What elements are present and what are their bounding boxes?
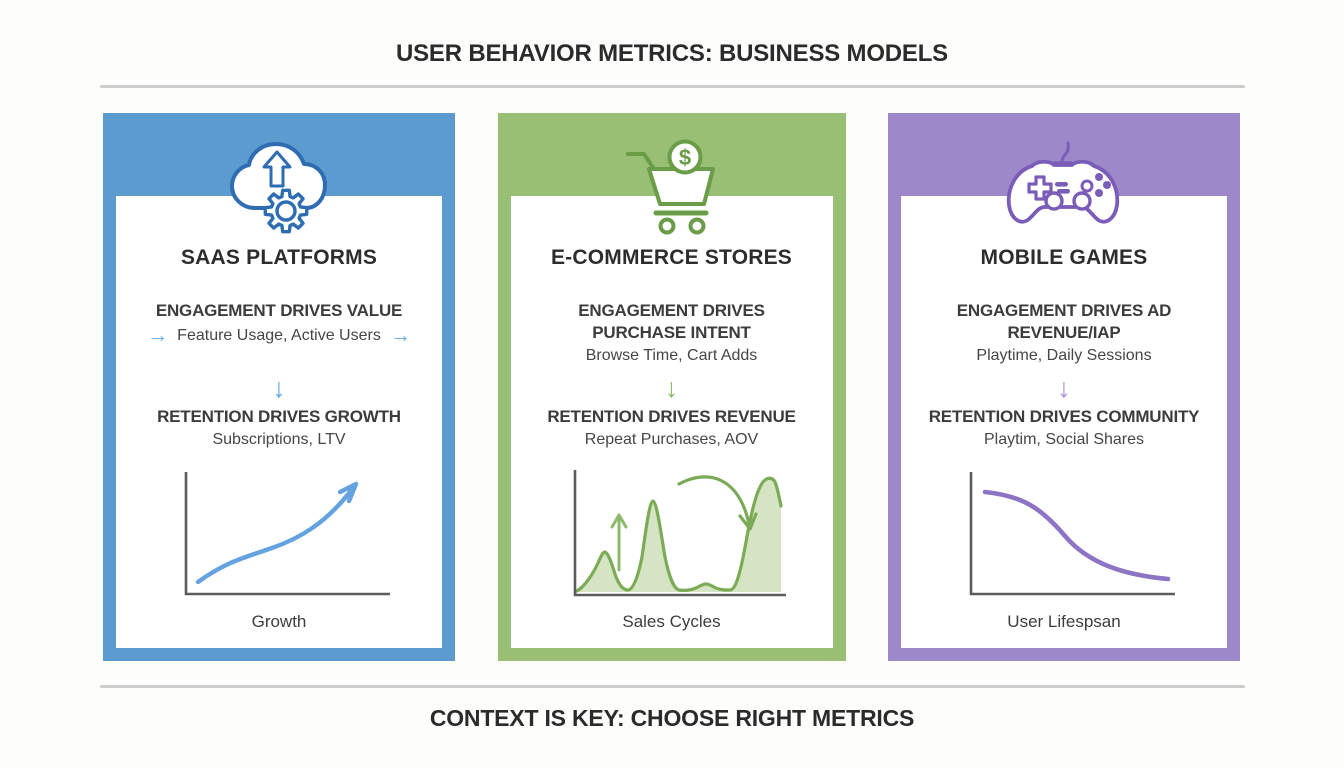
engagement-detail: Playtime, Daily Sessions xyxy=(976,347,1151,365)
business-model-cards: SAAS PLATFORMS ENGAGEMENT DRIVES VALUE →… xyxy=(103,113,1240,661)
down-arrow-icon: ↓ xyxy=(664,373,679,403)
engagement-detail: → Feature Usage, Active Users → xyxy=(147,325,411,346)
mobile-games-panel: MOBILE GAMES ENGAGEMENT DRIVES AD REVENU… xyxy=(901,196,1227,648)
chart-label: User Lifespsan xyxy=(1007,612,1121,632)
down-arrow-icon: ↓ xyxy=(1057,373,1071,403)
ecommerce-panel: E-COMMERCE STORES ENGAGEMENT DRIVES PURC… xyxy=(510,196,833,648)
ecommerce-card-title: E-COMMERCE STORES xyxy=(550,246,793,269)
saas-card: SAAS PLATFORMS ENGAGEMENT DRIVES VALUE →… xyxy=(103,113,455,661)
ecommerce-card: $ E-COMMERCE STORES ENGAGEMENT DRIVES PU… xyxy=(497,113,846,661)
retention-detail: Repeat Purchases, AOV xyxy=(547,431,795,449)
retention-detail-text: Repeat Purchases, AOV xyxy=(584,431,759,449)
dollar-sign: $ xyxy=(678,145,690,170)
engagement-detail: Browse Time, Cart Adds xyxy=(586,347,758,365)
engagement-detail-text: Playtime, Daily Sessions xyxy=(976,347,1152,365)
retention-detail-text: Subscriptions, LTV xyxy=(212,431,346,449)
engagement-heading: ENGAGEMENT DRIVES AD REVENUE/IAP xyxy=(956,301,1172,343)
engagement-heading: ENGAGEMENT DRIVES PURCHASE INTENT xyxy=(578,301,765,343)
saas-card-title: SAAS PLATFORMS xyxy=(180,246,378,269)
right-arrow-icon: → xyxy=(147,324,169,348)
growth-chart: Growth xyxy=(148,462,410,632)
chart-label: Sales Cycles xyxy=(622,612,721,632)
chart-label: Growth xyxy=(251,612,307,632)
ecommerce-engagement-section: ENGAGEMENT DRIVES PURCHASE INTENT Browse… xyxy=(511,300,833,372)
engagement-detail-text: Browse Time, Cart Adds xyxy=(585,347,758,365)
cloud-upload-gear-icon xyxy=(103,137,455,239)
top-divider xyxy=(100,85,1245,88)
retention-detail-text: Playtim, Social Shares xyxy=(983,431,1145,449)
engagement-heading: ENGAGEMENT DRIVES VALUE xyxy=(155,301,403,320)
saas-engagement-section: ENGAGEMENT DRIVES VALUE → Feature Usage,… xyxy=(116,300,442,372)
down-arrow-icon: ↓ xyxy=(272,373,286,403)
saas-retention-section: RETENTION DRIVES GROWTH Subscriptions, L… xyxy=(157,406,401,449)
saas-panel: SAAS PLATFORMS ENGAGEMENT DRIVES VALUE →… xyxy=(116,196,442,648)
retention-detail: Subscriptions, LTV xyxy=(157,431,401,449)
game-controller-icon xyxy=(888,137,1240,237)
shopping-cart-dollar-icon: $ xyxy=(498,137,846,237)
user-lifespan-chart: User Lifespsan xyxy=(933,462,1195,632)
mobile-games-card-title: MOBILE GAMES xyxy=(980,246,1148,269)
mobile-games-engagement-section: ENGAGEMENT DRIVES AD REVENUE/IAP Playtim… xyxy=(901,300,1227,372)
right-arrow-icon: → xyxy=(389,324,411,348)
retention-detail: Playtim, Social Shares xyxy=(929,431,1200,449)
page-title: USER BEHAVIOR METRICS: BUSINESS MODELS xyxy=(395,40,948,67)
mobile-games-retention-section: RETENTION DRIVES COMMUNITY Playtim, Soci… xyxy=(929,406,1200,449)
retention-heading: RETENTION DRIVES GROWTH xyxy=(157,407,401,427)
footer-title: CONTEXT IS KEY: CHOOSE RIGHT METRICS xyxy=(429,705,915,731)
retention-heading: RETENTION DRIVES REVENUE xyxy=(547,407,796,427)
bottom-divider xyxy=(100,685,1245,688)
mobile-games-card: MOBILE GAMES ENGAGEMENT DRIVES AD REVENU… xyxy=(888,113,1240,661)
retention-heading: RETENTION DRIVES COMMUNITY xyxy=(928,407,1200,427)
ecommerce-retention-section: RETENTION DRIVES REVENUE Repeat Purchase… xyxy=(547,406,796,449)
engagement-detail-text: Feature Usage, Active Users xyxy=(177,326,381,344)
sales-cycles-chart: Sales Cycles xyxy=(541,462,803,632)
